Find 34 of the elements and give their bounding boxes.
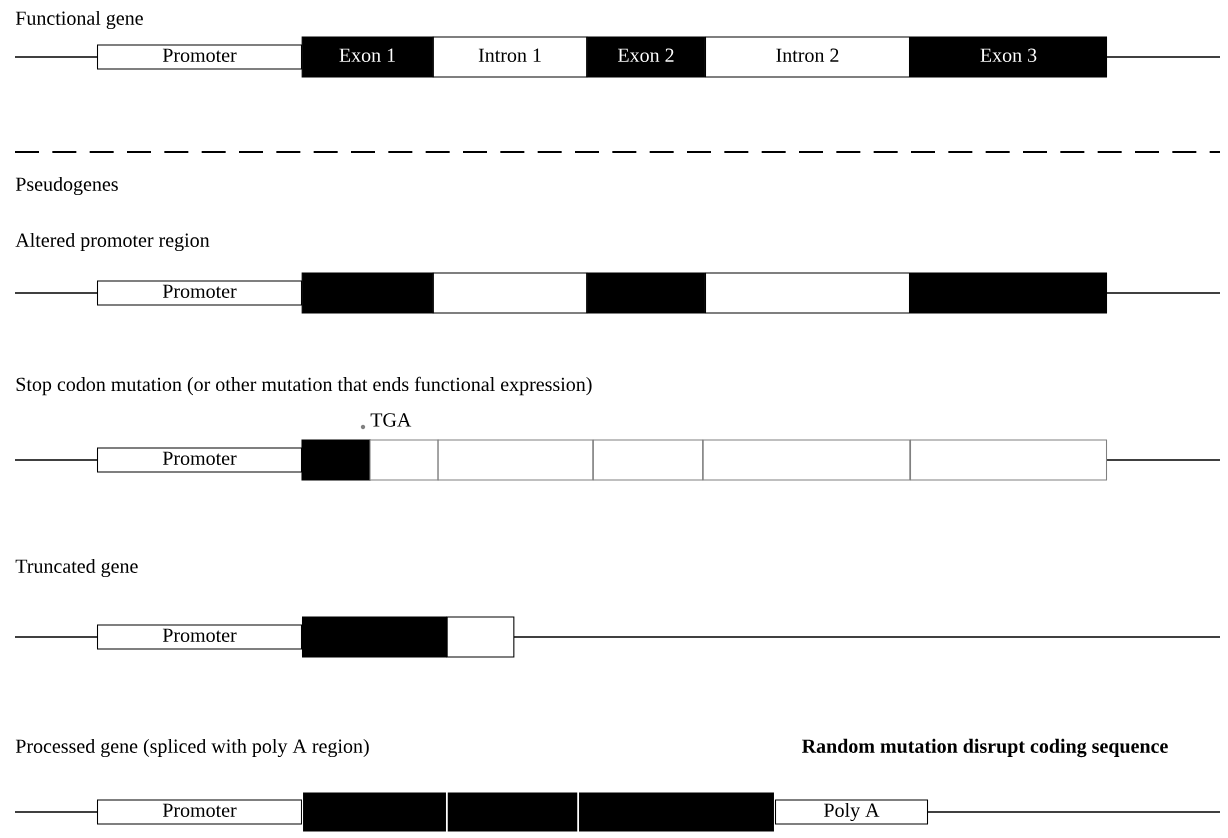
exon-box: Exon 3 — [909, 36, 1108, 78]
exon-box — [301, 791, 448, 833]
exon-box — [301, 272, 434, 314]
intron-box: Intron 2 — [704, 36, 911, 78]
gene-region-box: Promoter — [96, 44, 303, 70]
intron-box — [432, 272, 588, 314]
exon-box — [301, 439, 371, 481]
gene-segment-box — [592, 439, 704, 481]
label: Random mutation disrupt coding sequence — [802, 738, 1168, 758]
gene-region-box: Promoter — [96, 280, 303, 306]
gene-region-box: Promoter — [96, 799, 303, 825]
gene-region-box: Promoter — [96, 624, 303, 650]
exon-box — [577, 791, 776, 833]
label: Stop codon mutation (or other mutation that ends functional expression) — [16, 376, 592, 396]
exon-box — [446, 791, 579, 833]
intron-box: Intron 1 — [432, 36, 588, 78]
label: Altered promoter region — [15, 232, 210, 252]
gene-segment-box — [702, 439, 911, 481]
label: Functional gene — [15, 10, 143, 30]
gene-segment-box — [369, 439, 439, 481]
exon-box — [909, 272, 1108, 314]
exon-box: Exon 1 — [301, 36, 434, 78]
label: Processed gene (spliced with poly A region) — [15, 738, 369, 758]
gene-region-box: Promoter — [96, 447, 303, 473]
label: TGA — [370, 413, 412, 427]
intron-box — [704, 272, 911, 314]
label: Pseudogenes — [15, 176, 118, 196]
exon-box: Exon 2 — [586, 36, 706, 78]
exon-box — [586, 272, 706, 314]
gene-segment-box — [909, 439, 1108, 481]
gene-region-box: Poly A — [774, 799, 929, 825]
exon-box — [301, 616, 448, 658]
intron-box — [446, 616, 515, 658]
label: Truncated gene — [15, 558, 138, 578]
